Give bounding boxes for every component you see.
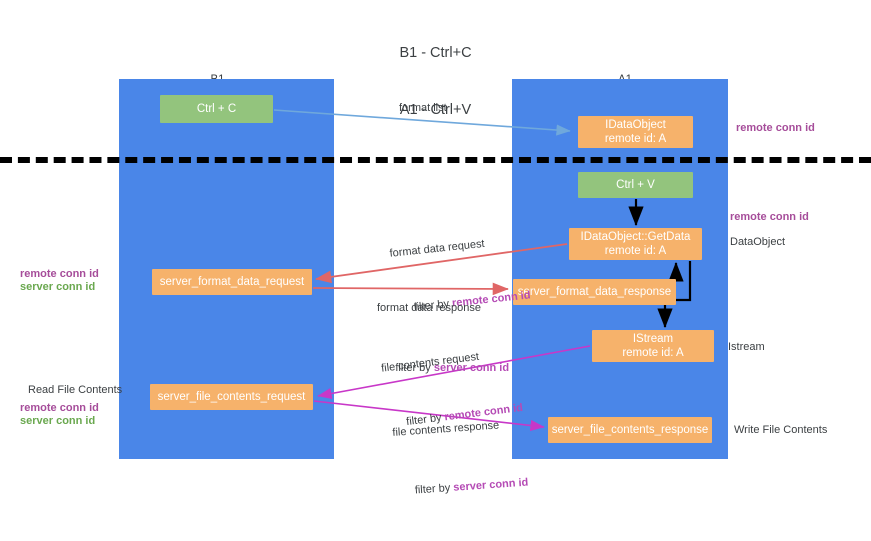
edge-label-format-data-response-main: format data response [377,302,481,314]
annotation-left-conn-id-pair-2: remote conn id server conn id [20,402,99,428]
edge-label-file-contents-response-main: file contents response [392,419,500,439]
annotation-remote-conn-id-left-1: remote conn id [20,268,99,280]
edge-label-format-data-request-main: format data request [389,237,486,260]
annotation-remote-conn-id-mid: remote conn id [730,211,809,223]
annotation-dataobject: DataObject [730,236,786,248]
node-ctrl-v[interactable]: Ctrl + V [578,172,693,198]
edge-label-format-list: format list [399,102,447,114]
annotation-server-conn-id-left-1: server conn id [20,281,96,293]
annotation-istream: Istream [728,341,765,353]
edge-label-file-contents-response-filter: filter by server conn id [414,476,529,497]
annotation-remote-conn-id-left-2: remote conn id [20,402,99,414]
edge-label-format-data-response-filter: filter by server conn id [395,362,510,374]
node-istream[interactable]: IStream remote id: A [592,330,714,362]
node-idataobject-getdata[interactable]: IDataObject::GetData remote id: A [569,228,702,260]
annotation-server-conn-id-left-2: server conn id [20,415,96,427]
filter-key-server-conn-id-2: server conn id [452,476,529,494]
node-server-file-contents-request[interactable]: server_file_contents_request [150,384,313,410]
node-server-format-data-request[interactable]: server_format_data_request [152,269,312,295]
filter-key-server-conn-id: server conn id [433,362,510,374]
title-line-1: B1 - Ctrl+C [399,45,472,61]
annotation-remote-conn-id-top: remote conn id [736,122,815,134]
annotation-left-conn-id-pair-1: remote conn id server conn id [20,268,99,294]
node-idataobject[interactable]: IDataObject remote id: A [578,116,693,148]
diagram-canvas: B1 - Ctrl+C A1 - Ctrl+V B1 connection A1… [0,45,871,496]
node-server-file-contents-response[interactable]: server_file_contents_response [548,417,712,443]
edge-label-file-contents-request-main: file contents request [380,350,480,375]
node-ctrl-c[interactable]: Ctrl + C [160,95,273,123]
node-server-format-data-response[interactable]: server_format_data_response [513,279,676,305]
phase-divider [0,157,871,163]
annotation-write-file-contents: Write File Contents [734,424,828,436]
annotation-read-file-contents: Read File Contents [28,384,123,396]
edge-label-file-contents-response: file contents response filter by server … [390,389,532,541]
edge-label-format-data-response: format data response filter by server co… [377,273,509,417]
